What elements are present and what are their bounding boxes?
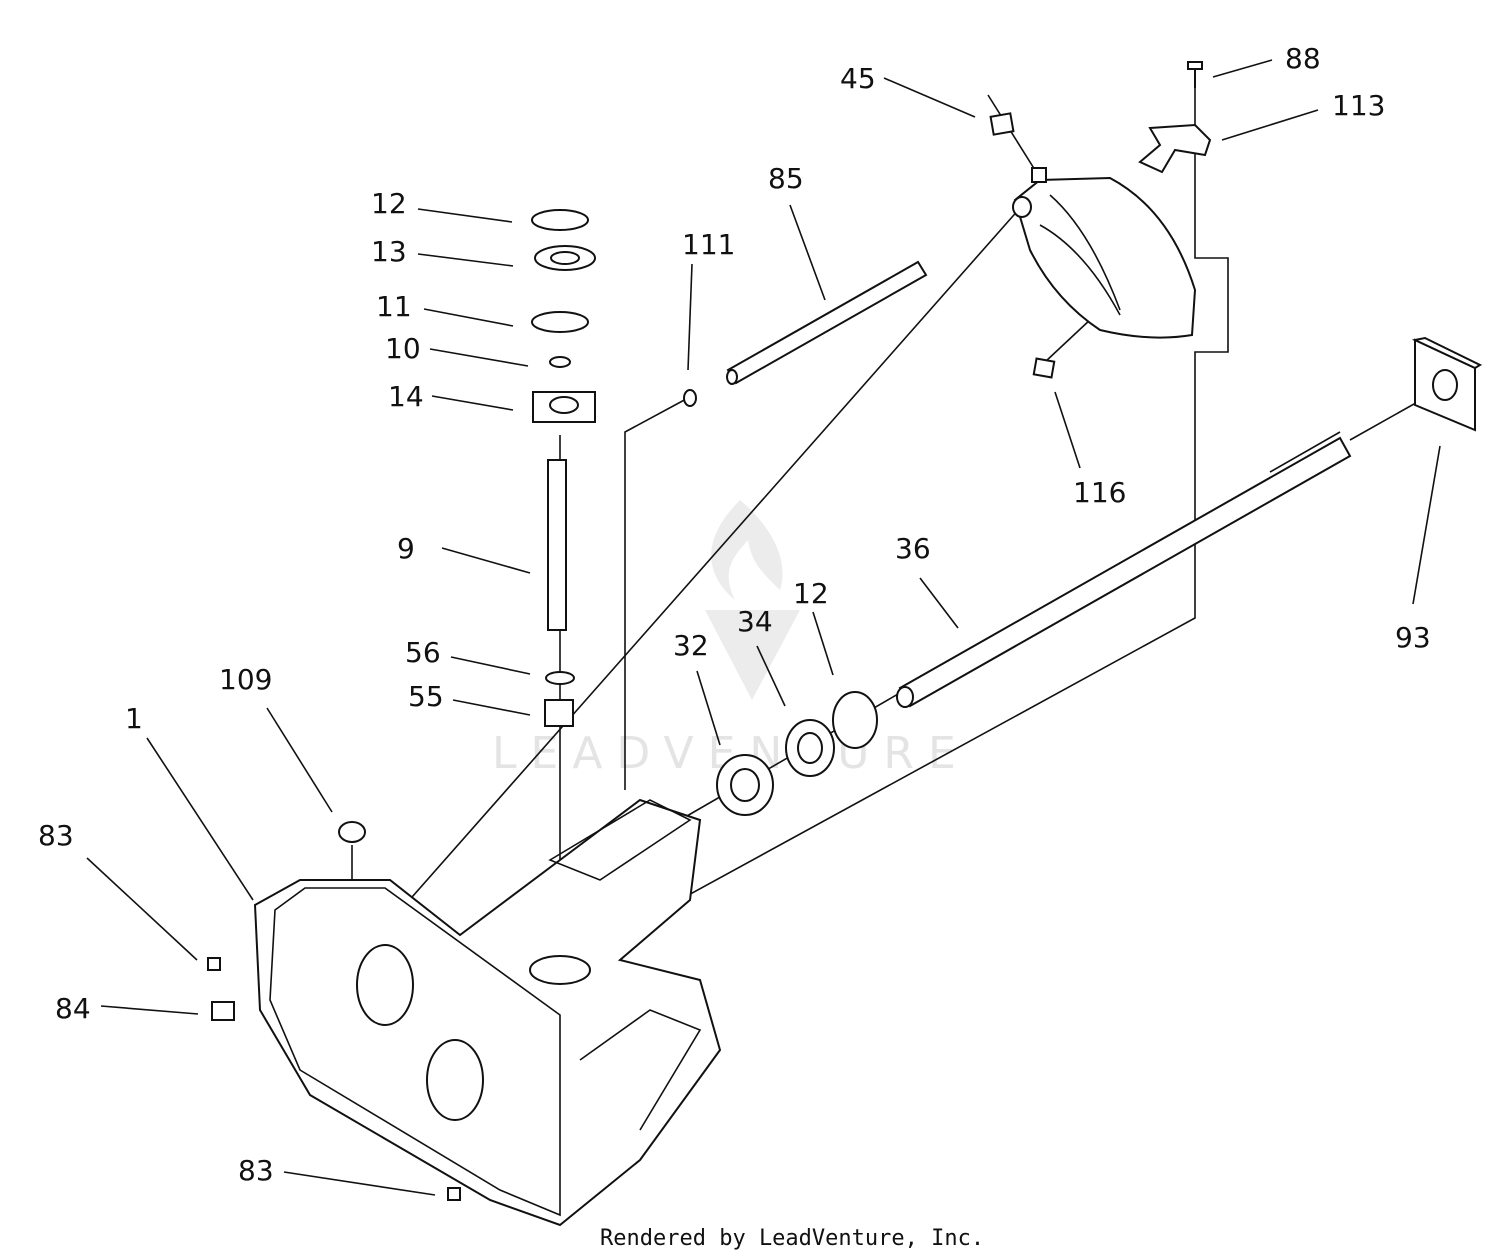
callout-56: 56 (405, 636, 441, 669)
callout-113: 113 (1332, 89, 1385, 122)
callout-45: 45 (840, 62, 876, 95)
callout-83-upper: 83 (38, 819, 74, 852)
assembly-lines (351, 85, 1431, 955)
transaxle-housing-1 (253, 798, 722, 1227)
callout-12-lower: 12 (793, 577, 829, 610)
callout-88: 88 (1285, 42, 1321, 75)
snap-ring-12-lower (832, 691, 878, 749)
callout-12-upper: 12 (371, 187, 407, 220)
callout-84: 84 (55, 992, 91, 1025)
plug-83-upper (207, 957, 221, 971)
shaft-36 (896, 431, 1352, 708)
callout-14: 14 (388, 380, 424, 413)
plug-116 (1032, 357, 1056, 379)
callout-116: 116 (1073, 476, 1126, 509)
callout-1: 1 (125, 702, 143, 735)
callout-labels: 88 45 113 85 12 111 13 11 10 14 116 9 36… (38, 42, 1431, 1187)
callout-55: 55 (408, 680, 444, 713)
bearing-34 (785, 719, 835, 777)
arm-113 (1138, 123, 1212, 174)
bracket-93 (1411, 336, 1483, 432)
pin-45 (989, 112, 1015, 136)
input-shaft-stack (531, 209, 596, 727)
watermark-flame-icon (711, 500, 783, 600)
screw-88 (1187, 61, 1203, 88)
plug-84 (211, 1001, 235, 1021)
shaft-85 (726, 260, 928, 385)
callout-32: 32 (673, 629, 709, 662)
shaft-9 (547, 459, 567, 631)
washer-111 (683, 389, 697, 407)
callout-83-lower: 83 (238, 1154, 274, 1187)
callout-9: 9 (397, 532, 415, 565)
callout-11: 11 (376, 290, 412, 323)
callout-111: 111 (682, 228, 735, 261)
plug-83-lower (447, 1187, 461, 1201)
watermark-v-icon (705, 610, 800, 700)
shift-cover (1012, 167, 1197, 339)
bearing-32 (716, 754, 774, 816)
callout-34: 34 (737, 605, 773, 638)
leader-lines (86, 59, 1441, 1196)
callout-109: 109 (219, 663, 272, 696)
callout-10: 10 (385, 332, 421, 365)
rendered-by-footer: Rendered by LeadVenture, Inc. (600, 1226, 984, 1251)
callout-85: 85 (768, 162, 804, 195)
callout-36: 36 (895, 532, 931, 565)
callout-13: 13 (371, 235, 407, 268)
callout-93: 93 (1395, 621, 1431, 654)
